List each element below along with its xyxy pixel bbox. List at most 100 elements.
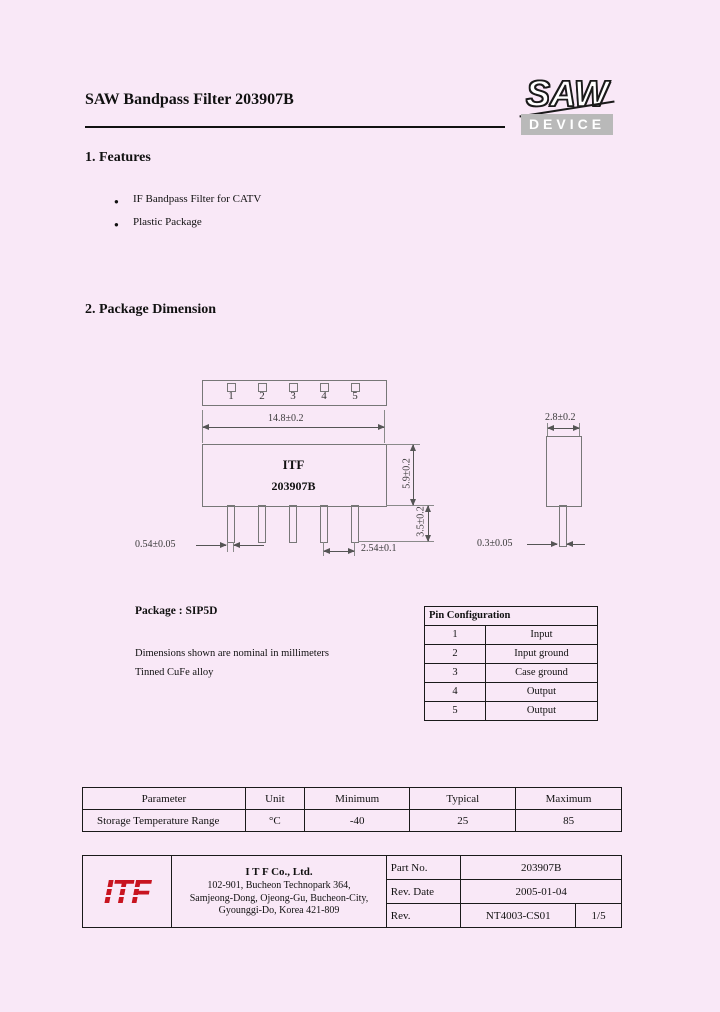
lead-pin	[351, 505, 359, 543]
pin-number-label: 4	[321, 390, 327, 402]
rev-date-value: 2005-01-04	[460, 879, 622, 904]
dim-lead-length: 3.5±0.2	[415, 506, 427, 537]
pin-row: 1 Input	[424, 625, 598, 645]
spec-parameter-cell: Storage Temperature Range	[82, 809, 246, 832]
dimension-arrow	[527, 541, 558, 547]
dim-lead-thickness: 0.3±0.05	[477, 538, 513, 549]
dimension-line	[323, 548, 355, 554]
dim-lead-pitch: 2.54±0.1	[361, 543, 397, 554]
footer-table: ITF I T F Co., Ltd. 102-901, Bucheon Tec…	[81, 855, 622, 928]
pin-number-label: 2	[259, 390, 265, 402]
spec-typical-cell: 25	[409, 809, 517, 832]
note-alloy: Tinned CuFe alloy	[135, 667, 214, 678]
pin-desc-cell: Input	[485, 625, 598, 645]
rev-label: Rev.	[385, 903, 462, 928]
company-address-line: 102-901, Bucheon Technopark 364,	[207, 880, 351, 892]
pin-number-cell: 4	[424, 682, 486, 702]
rev-value: NT4003-CS01	[460, 903, 577, 928]
feature-item: IF Bandpass Filter for CATV	[133, 193, 262, 205]
spec-maximum-cell: 85	[515, 809, 622, 832]
pin-row: 3 Case ground	[424, 663, 598, 683]
pin-number-label: 3	[290, 390, 296, 402]
front-view-body	[202, 444, 387, 507]
footer-row: ITF I T F Co., Ltd. 102-901, Bucheon Tec…	[81, 855, 622, 928]
logo-stripe	[100, 894, 154, 897]
saw-logo-text: SAW	[525, 73, 609, 114]
dimension-line	[547, 425, 580, 431]
dim-lead-width: 0.54±0.05	[135, 539, 176, 550]
itf-logo-text: ITF	[103, 872, 151, 910]
device-logo-badge: DEVICE	[521, 114, 613, 135]
pin-desc-cell: Case ground	[485, 663, 598, 683]
spec-header-minimum: Minimum	[303, 787, 411, 810]
pin-row: 4 Output	[424, 682, 598, 702]
company-address-line: Samjeong-Dong, Ojeong-Gu, Bucheon-City,	[189, 892, 369, 904]
lead-pin	[258, 505, 266, 543]
lead-pin	[289, 505, 297, 543]
extension-line	[227, 542, 228, 552]
spec-header-parameter: Parameter	[82, 787, 246, 810]
feature-item: Plastic Package	[133, 216, 202, 228]
chip-marking-line2: 203907B	[271, 479, 316, 493]
lead-pin	[320, 505, 328, 543]
pin-desc-cell: Output	[485, 682, 598, 702]
pin-desc-cell: Input ground	[485, 644, 598, 664]
extension-line	[358, 541, 434, 542]
pin-row: 2 Input ground	[424, 644, 598, 664]
company-name: I T F Co., Ltd.	[245, 866, 313, 879]
pin-desc-cell: Output	[485, 701, 598, 721]
lead-pin	[227, 505, 235, 543]
dimension-arrow	[233, 542, 264, 548]
note-millimeters: Dimensions shown are nominal in millimet…	[135, 648, 329, 659]
package-type-label: Package : SIP5D	[135, 605, 218, 617]
extension-line	[386, 444, 420, 445]
spec-data-row: Storage Temperature Range °C -40 25 85	[82, 809, 622, 832]
footer-logo-cell: ITF	[81, 855, 173, 928]
saw-device-logo: SAW DEVICE	[519, 73, 615, 135]
dimension-line	[202, 424, 385, 430]
pin-config-header-row: Pin Configuration	[424, 606, 598, 626]
spec-table: Parameter Unit Minimum Typical Maximum S…	[82, 787, 622, 832]
title-divider	[85, 126, 505, 128]
chip-marking-line1: ITF	[282, 457, 305, 472]
pin-number-label: 5	[352, 390, 358, 402]
part-no-value: 203907B	[460, 855, 622, 880]
dimension-line	[410, 444, 416, 506]
dim-body-height: 5.9±0.2	[401, 458, 413, 489]
pin-number-cell: 3	[424, 663, 486, 683]
top-view-outline	[202, 380, 387, 406]
dim-body-width: 14.8±0.2	[268, 413, 304, 424]
page-number: 1/5	[575, 903, 622, 928]
footer-company-cell: I T F Co., Ltd. 102-901, Bucheon Technop…	[171, 855, 387, 928]
spec-header-row: Parameter Unit Minimum Typical Maximum	[82, 787, 622, 810]
pin-configuration-table: Pin Configuration 1 Input 2 Input ground…	[424, 606, 598, 721]
pin-config-title: Pin Configuration	[424, 606, 598, 626]
spec-minimum-cell: -40	[303, 809, 411, 832]
footer-row: Rev. NT4003-CS01 1/5	[83, 903, 622, 928]
dimension-line	[425, 505, 431, 542]
package-dimension-heading: 2. Package Dimension	[85, 302, 217, 317]
dimension-arrow	[196, 542, 227, 548]
bullet-icon: ●	[114, 197, 119, 206]
spec-header-maximum: Maximum	[515, 787, 622, 810]
spec-header-typical: Typical	[409, 787, 517, 810]
bullet-icon: ●	[114, 220, 119, 229]
pin-pad-square	[351, 383, 360, 392]
features-heading: 1. Features	[85, 150, 151, 165]
spec-unit-cell: °C	[244, 809, 305, 832]
logo-stripe	[100, 886, 154, 889]
side-lead-pin	[559, 505, 567, 547]
company-address-line: Gyounggi-Do, Korea 421-809	[218, 905, 340, 917]
part-no-label: Part No.	[385, 855, 462, 880]
pin-number-cell: 5	[424, 701, 486, 721]
pin-number-cell: 2	[424, 644, 486, 664]
rev-date-label: Rev. Date	[385, 879, 462, 904]
spec-header-unit: Unit	[244, 787, 305, 810]
pin-pad-square	[320, 383, 329, 392]
page-title: SAW Bandpass Filter 203907B	[85, 91, 294, 108]
itf-logo: ITF	[100, 872, 154, 910]
dimension-arrow	[566, 541, 585, 547]
pin-number-cell: 1	[424, 625, 486, 645]
pin-row: 5 Output	[424, 701, 598, 721]
